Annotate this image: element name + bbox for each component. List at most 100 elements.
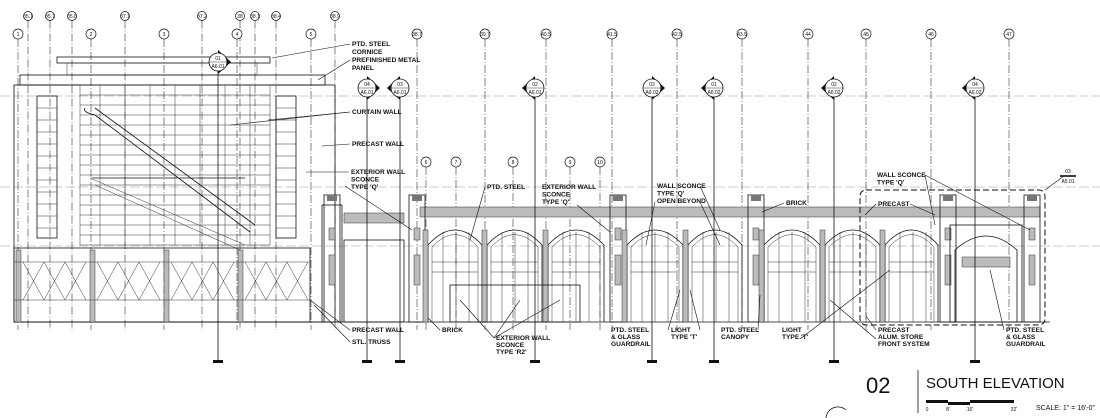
leader-line xyxy=(427,317,441,331)
scale-tick: 8' xyxy=(946,407,950,413)
grid-label: 38.4 xyxy=(271,14,281,20)
leader-line xyxy=(909,203,936,216)
grid-label: 35.7 xyxy=(45,14,55,20)
grid-bubble: 3 xyxy=(158,28,170,40)
label-text: ALUM. STORE xyxy=(878,334,924,341)
label-text: TYPE 'T' xyxy=(782,334,809,341)
grid-bubble: 5 xyxy=(305,28,317,40)
grid-label: 38 xyxy=(237,14,243,20)
grid-label: 38.1 xyxy=(250,14,260,20)
label-text: FRONT SYSTEM xyxy=(878,341,930,348)
label-text: STL. TRUSS xyxy=(352,339,391,346)
grid-label: 3 xyxy=(163,32,166,38)
grid-bubble: 47 xyxy=(1003,28,1015,40)
label-text: PANEL xyxy=(352,65,374,72)
label-text: EXTERIOR WALL xyxy=(351,169,405,176)
grid-label: 43.5 xyxy=(737,32,747,38)
annotation-label: PTD. STEEL xyxy=(469,184,525,241)
grid-bubble: 38.4 xyxy=(271,11,281,21)
label-text: SCONCE xyxy=(542,192,571,199)
label-text: PTD. STEEL xyxy=(721,327,759,334)
marker-sheet: A6.01 xyxy=(360,90,373,96)
label-text: TYPE 'R2' xyxy=(496,349,527,356)
marker-sheet: A6.02 xyxy=(827,90,840,96)
section-markers: 01A6.0104A6.0103A6.0102A6.0103A6.0201A6.… xyxy=(208,50,985,363)
label-text: PTD. STEEL xyxy=(1006,327,1044,334)
drawing-number: 02 xyxy=(866,373,890,398)
label-text: CORNICE xyxy=(352,49,383,56)
marker-number: 02 xyxy=(831,82,837,88)
grid-bubble: 8 xyxy=(507,156,519,168)
label-text: CURTAIN WALL xyxy=(352,109,402,116)
leader-line xyxy=(799,269,891,340)
grid-bubble: 44 xyxy=(802,28,814,40)
annotation-label: PRECAST WALL xyxy=(309,299,404,334)
label-text: SCONCE xyxy=(351,177,380,184)
grid-bubble: 46 xyxy=(925,28,937,40)
grid-bubble: 38.1 xyxy=(250,11,260,21)
grid-bubble: 35.1 xyxy=(23,11,33,21)
grid-bubble: 2 xyxy=(85,28,97,40)
leader-line xyxy=(924,174,936,226)
label-text: PTD. STEEL xyxy=(487,184,525,191)
label-text: PRECAST WALL xyxy=(352,327,404,334)
grid-bubble: 9 xyxy=(564,156,576,168)
marker-number: 03 xyxy=(397,82,403,88)
marker-number: 03 xyxy=(649,82,655,88)
scale-text: SCALE: 1" = 16'-0" xyxy=(1036,405,1096,412)
label-text: SCONCE xyxy=(496,342,525,349)
north-arrow-icon xyxy=(825,406,847,418)
marker-sheet: A6.02 xyxy=(968,90,981,96)
label-text: PRECAST WALL xyxy=(352,141,404,148)
leader-line xyxy=(493,299,521,339)
leader-line xyxy=(865,315,877,331)
grid-label: 9 xyxy=(569,160,572,166)
marker-number: 04 xyxy=(972,82,978,88)
grid-bubble: 42.5 xyxy=(671,28,683,40)
grid-bubble: 39.7 xyxy=(479,28,491,40)
label-text: TYPE 'Q' xyxy=(351,184,379,191)
grid-bubble: 37.2 xyxy=(197,11,207,21)
leader-line xyxy=(469,186,486,241)
label-text: GUARDRAIL xyxy=(1006,341,1046,348)
grid-bubble: 38.9 xyxy=(330,11,340,21)
leader-line xyxy=(689,289,701,331)
grid-bubble: 35.8 xyxy=(67,11,77,21)
leader-line xyxy=(761,202,785,213)
grid-bubble: 7 xyxy=(450,156,462,168)
grid-bubble: 4 xyxy=(231,28,243,40)
leader-line xyxy=(829,299,877,340)
reference-lines xyxy=(0,95,1100,247)
grid-label: 1 xyxy=(17,32,20,38)
grid-label: 10 xyxy=(597,160,603,166)
leader-line xyxy=(309,299,351,331)
scale-tick: 32' xyxy=(1011,407,1018,413)
leader-line xyxy=(645,201,656,246)
grid-bubble: 45 xyxy=(860,28,872,40)
grid-bubble: 38.7 xyxy=(411,28,423,40)
scale-tick: 0 xyxy=(926,407,929,413)
marker-number: 01 xyxy=(711,82,717,88)
grid-label: 47 xyxy=(1006,32,1012,38)
marker-number: 02 xyxy=(532,82,538,88)
label-text: BRICK xyxy=(442,327,463,334)
annotation-label: BRICK xyxy=(761,200,807,213)
